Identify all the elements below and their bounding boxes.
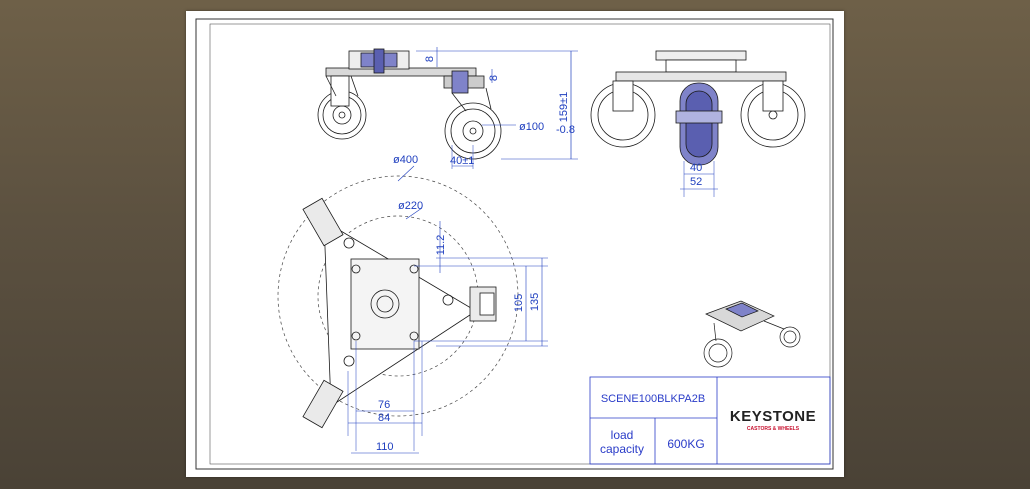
dim-11-2: 11.2 [435,235,447,256]
dim-circle-400: ø400 [393,154,418,166]
load-value: 600KG [667,437,704,451]
load-label-line2: capacity [600,442,644,456]
plan-view [277,165,548,454]
dim-wheel-dia: ø100 [519,121,544,133]
dim-top-height: 159±1 [558,92,570,123]
dim-plate-thk-2: 8 [488,75,500,81]
dim-76: 76 [378,399,390,411]
outer-border [195,18,834,470]
dim-105: 105 [513,294,525,312]
dim-circle-220: ø220 [398,200,423,212]
dim-offset: 40±1 [450,155,474,167]
front-view [590,50,806,197]
dim-plate-thk-1: 8 [424,56,436,62]
isometric-view [703,300,801,368]
load-label-line1: load [611,428,634,442]
brand-tagline: CASTORS & WHEELS [747,426,800,432]
dim-84: 84 [378,412,390,424]
dim-110: 110 [376,441,394,453]
part-number: SCENE100BLKPA2B [601,393,705,405]
dim-wheel-tol: -0.8 [556,124,575,136]
title-block [589,376,831,465]
keystone-logo: KEYSTONE CASTORS & WHEELS [730,408,816,432]
dim-width-52: 52 [690,176,702,188]
side-view [317,47,578,169]
dim-width-40: 40 [690,162,702,174]
brand-name: KEYSTONE [730,408,816,425]
technical-drawing: 159±1 8 8 ø100 -0.8 40±1 40 52 [195,18,834,470]
inner-border [209,23,831,465]
dim-135: 135 [529,293,541,311]
drawing-sheet: 159±1 8 8 ø100 -0.8 40±1 40 52 [186,11,844,477]
